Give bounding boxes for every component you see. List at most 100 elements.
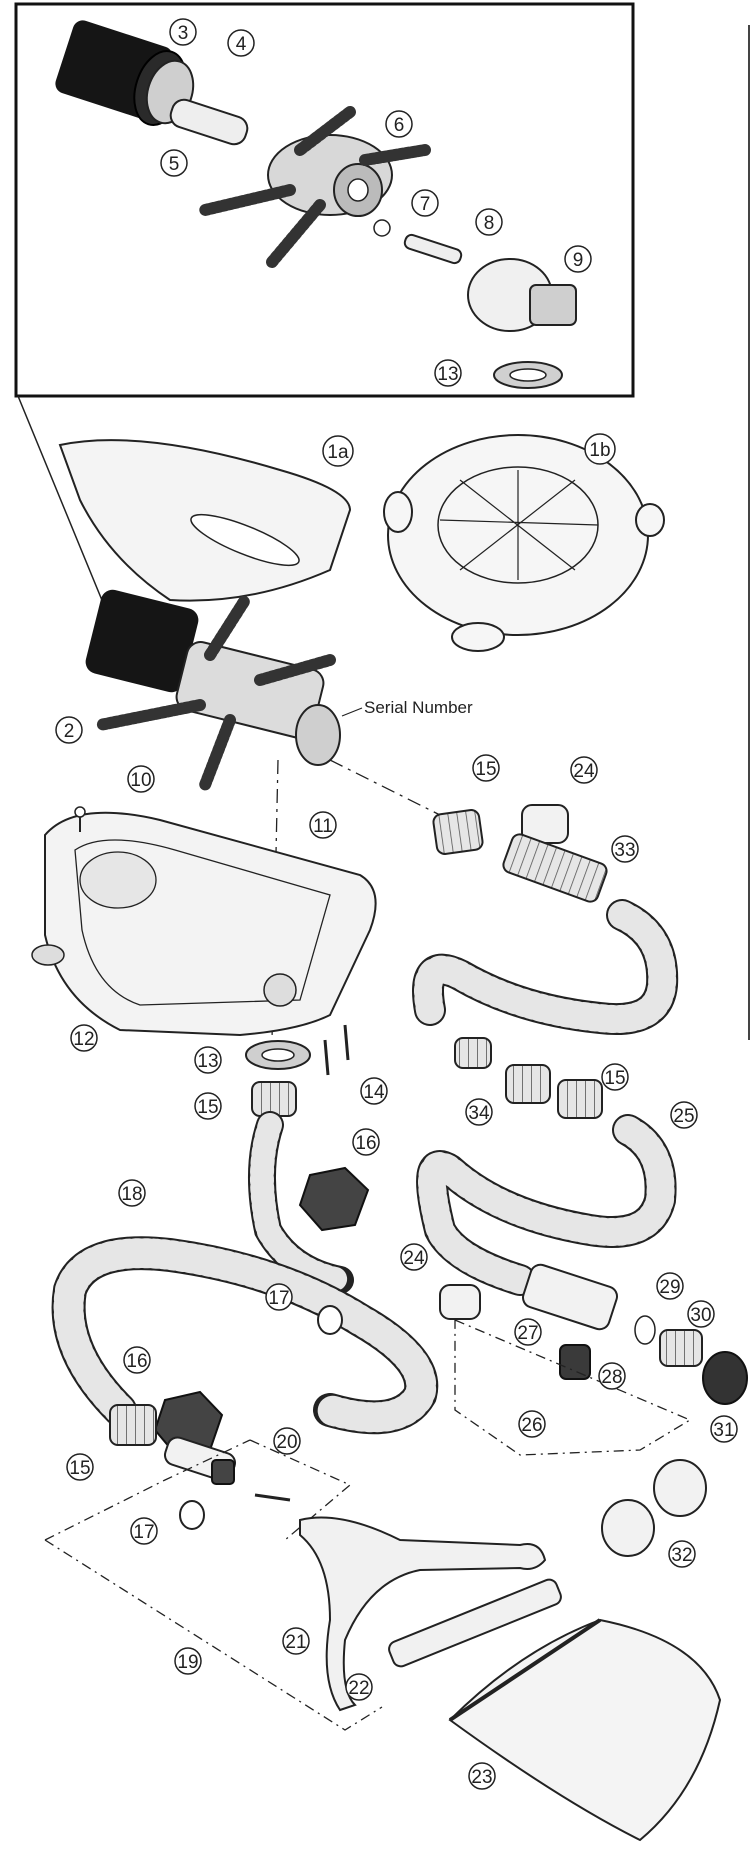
cover-1b-turtle — [383, 434, 665, 652]
callout-31: 31 — [710, 1415, 738, 1443]
fork-21 — [299, 1516, 547, 1712]
callout-9-text: 9 — [573, 250, 584, 271]
callout-22-text: 22 — [348, 1678, 369, 1699]
callout-20: 20 — [273, 1427, 301, 1455]
callout-1b-text: 1b — [589, 440, 610, 461]
callout-16-b-text: 16 — [126, 1351, 147, 1372]
callout-30-text: 30 — [690, 1305, 711, 1326]
callout-1a: 1a — [322, 435, 354, 467]
callout-21-text: 21 — [285, 1632, 306, 1653]
callout-21: 21 — [282, 1627, 310, 1655]
callout-17-b-text: 17 — [133, 1522, 154, 1543]
callout-8-text: 8 — [484, 213, 495, 234]
callout-4: 4 — [227, 29, 255, 57]
callout-15-d-text: 15 — [69, 1458, 90, 1479]
callout-6-text: 6 — [394, 115, 405, 136]
callout-6: 6 — [385, 110, 413, 138]
callout-31-text: 31 — [713, 1420, 734, 1441]
callout-27: 27 — [514, 1318, 542, 1346]
callout-20-text: 20 — [276, 1432, 297, 1453]
callout-15-c: 15 — [194, 1092, 222, 1120]
tail-23 — [448, 1618, 722, 1842]
callout-25-text: 25 — [673, 1106, 694, 1127]
callout-10: 10 — [127, 765, 155, 793]
callout-12-text: 12 — [73, 1029, 94, 1050]
callout-15-b-text: 15 — [604, 1068, 625, 1089]
callout-29: 29 — [656, 1272, 684, 1300]
callout-13-text: 13 — [197, 1051, 218, 1072]
callout-19-text: 19 — [177, 1652, 198, 1673]
callout-30: 30 — [687, 1300, 715, 1328]
callout-layer: 3 4 5 6 7 8 9 13 1a 1b 2 Serial Number 1… — [55, 18, 738, 1790]
callout-17-a: 17 — [265, 1283, 293, 1311]
callout-17-a-text: 17 — [268, 1288, 289, 1309]
base-11 — [44, 811, 377, 1037]
callout-18-text: 18 — [121, 1184, 142, 1205]
callout-3: 3 — [169, 18, 197, 46]
callout-1a-text: 1a — [327, 442, 349, 463]
callout-34: 34 — [465, 1098, 493, 1126]
callout-5: 5 — [160, 149, 188, 177]
callout-15-d: 15 — [66, 1453, 94, 1481]
callout-14-text: 14 — [363, 1082, 385, 1103]
callout-11: 11 — [309, 811, 337, 839]
hose-middle-right — [416, 1114, 677, 1296]
callout-8: 8 — [475, 208, 503, 236]
hose-upper — [412, 899, 679, 1035]
callout-15-a: 15 — [472, 754, 500, 782]
callout-19: 19 — [174, 1647, 202, 1675]
callout-13-top-text: 13 — [437, 364, 458, 385]
serial-number-label: Serial Number — [364, 698, 473, 717]
callout-32-text: 32 — [671, 1545, 692, 1566]
callout-2-text: 2 — [64, 721, 75, 742]
callout-32: 32 — [668, 1540, 696, 1568]
callout-26: 26 — [518, 1410, 546, 1438]
callout-28: 28 — [598, 1362, 626, 1390]
callout-7: 7 — [411, 189, 439, 217]
callout-27-text: 27 — [517, 1323, 538, 1344]
callout-29-text: 29 — [659, 1277, 680, 1298]
callout-24-b: 24 — [400, 1243, 428, 1271]
callout-5-text: 5 — [169, 154, 180, 175]
callout-24-a: 24 — [570, 756, 598, 784]
hose-18 — [51, 1236, 439, 1435]
callout-24-b-text: 24 — [403, 1248, 425, 1269]
callout-24-a-text: 24 — [573, 761, 595, 782]
callout-7-text: 7 — [420, 194, 431, 215]
callout-26-text: 26 — [521, 1415, 542, 1436]
callout-18: 18 — [118, 1179, 146, 1207]
callout-15-a-text: 15 — [475, 759, 496, 780]
callout-16-b: 16 — [123, 1346, 151, 1374]
callout-2: 2 — [55, 716, 83, 744]
callout-28-text: 28 — [601, 1367, 622, 1388]
callout-9: 9 — [564, 245, 592, 273]
callout-25: 25 — [670, 1101, 698, 1129]
bar-22 — [388, 1578, 562, 1668]
callout-4-text: 4 — [236, 34, 247, 55]
serial-leader-line — [341, 707, 363, 717]
callout-23: 23 — [468, 1762, 496, 1790]
turbine-assembly-2 — [85, 589, 341, 791]
cover-1a — [58, 439, 352, 602]
callout-13-top: 13 — [434, 359, 462, 387]
callout-15-b: 15 — [601, 1063, 629, 1091]
callout-14: 14 — [360, 1077, 388, 1105]
callout-17-b: 17 — [130, 1517, 158, 1545]
callout-22: 22 — [345, 1673, 373, 1701]
callout-33-text: 33 — [614, 840, 635, 861]
callout-16-a: 16 — [352, 1128, 380, 1156]
callout-12: 12 — [70, 1024, 98, 1052]
callout-34-text: 34 — [468, 1103, 490, 1124]
callout-16-a-text: 16 — [355, 1133, 376, 1154]
callout-15-c-text: 15 — [197, 1097, 218, 1118]
callout-3-text: 3 — [178, 23, 189, 44]
callout-13: 13 — [194, 1046, 222, 1074]
callout-10-text: 10 — [130, 770, 151, 791]
hose-center-short — [247, 1111, 354, 1294]
callout-23-text: 23 — [471, 1767, 492, 1788]
detail-inset — [14, 2, 635, 398]
callout-33: 33 — [611, 835, 639, 863]
callout-11-text: 11 — [313, 816, 333, 837]
callout-1b: 1b — [584, 433, 616, 465]
